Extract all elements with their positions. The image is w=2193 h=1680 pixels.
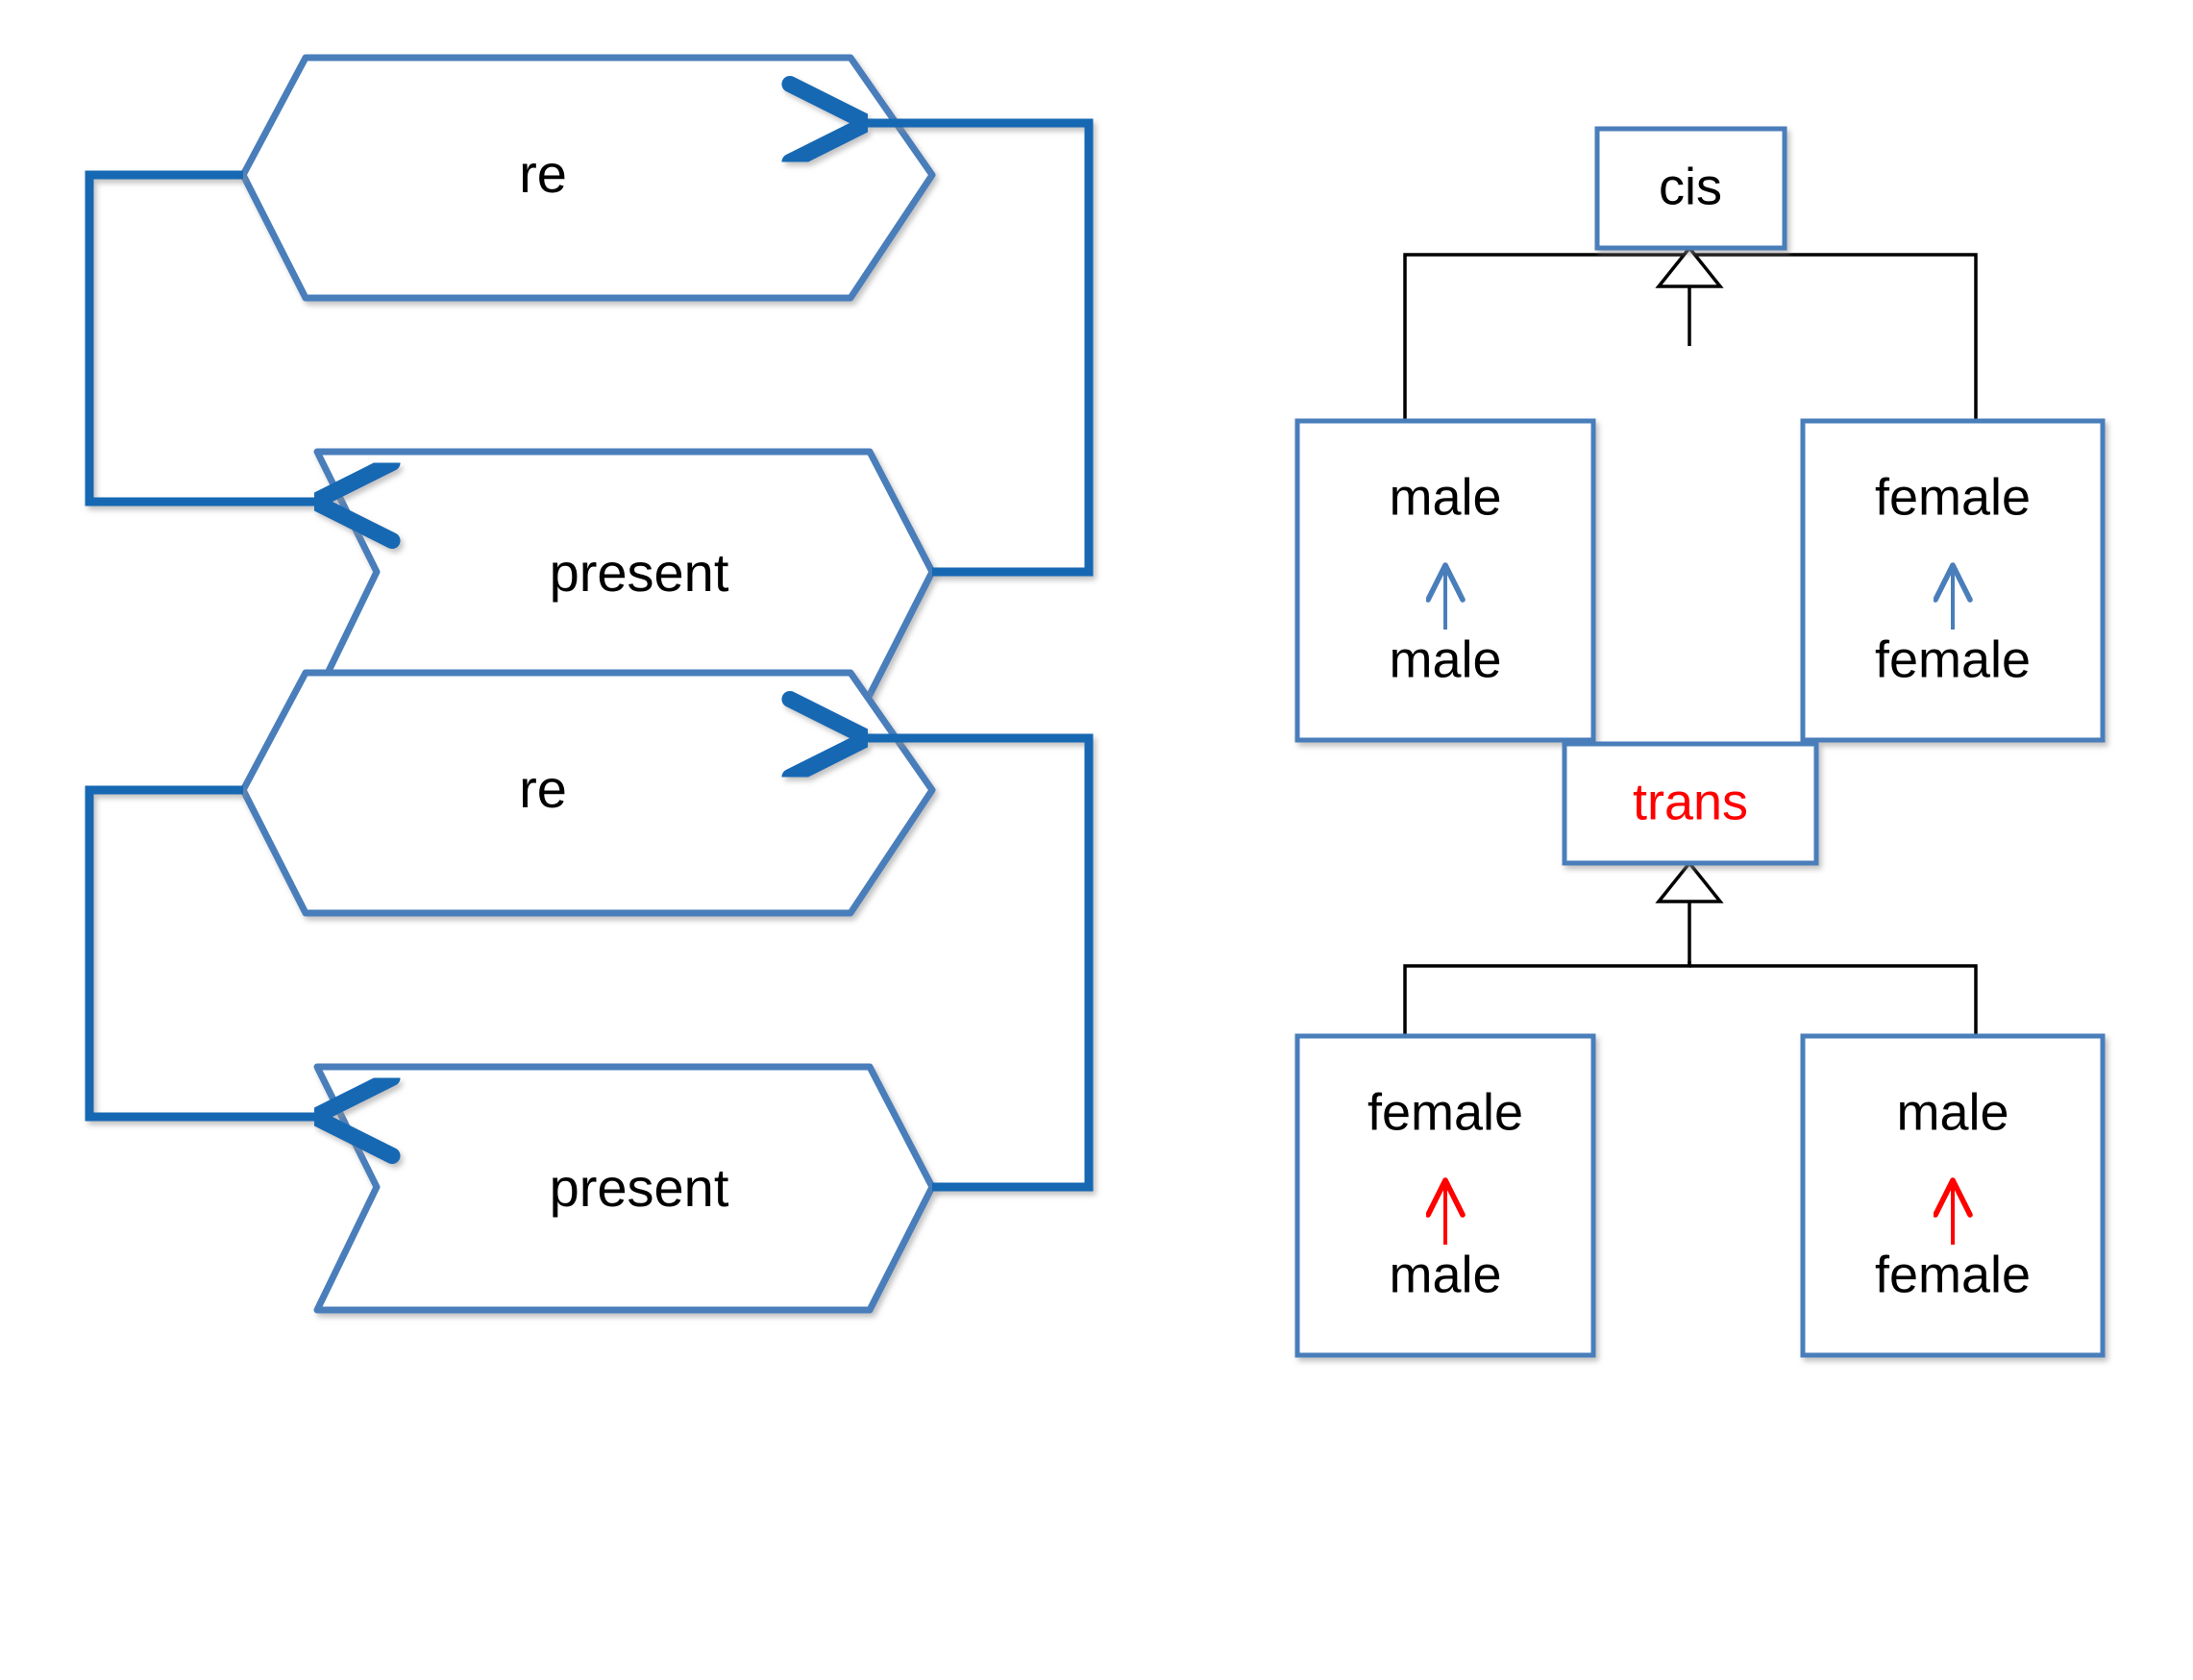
class-box-female-female[interactable]: female female — [1800, 418, 2106, 743]
uml-branch-left-trans — [1403, 961, 1691, 1036]
body-label-female-bottom: female — [1875, 630, 2031, 688]
feedback-re-to-present-top — [85, 170, 332, 502]
class-box-trans-rect[interactable] — [1562, 741, 1819, 866]
chevron-re-top-label: re — [519, 143, 567, 204]
chevron-present-top-label: present — [550, 542, 729, 603]
identity-label-male-top-trans: male — [1896, 1083, 2008, 1141]
chevron-re-bottom-shape[interactable] — [239, 669, 936, 917]
class-box-trans-label: trans — [1633, 773, 1748, 830]
chevron-re-top[interactable]: re — [239, 54, 936, 302]
class-box-cis[interactable]: cis — [1594, 126, 1787, 251]
chevron-present-bottom-shape[interactable] — [313, 1063, 936, 1314]
feedback-re-to-present-bottom — [85, 785, 332, 1117]
chevron-present-bottom[interactable]: present — [313, 1063, 936, 1314]
trans-diagram-group: re present — [85, 669, 2106, 1358]
feedback-present-to-re-bottom — [850, 738, 1094, 1192]
class-box-cis-rect[interactable] — [1594, 126, 1787, 251]
uml-triangle-cis — [1655, 245, 1724, 288]
chevron-re-top-shape[interactable] — [239, 54, 936, 302]
identity-label-female-top: female — [1875, 468, 2031, 526]
uml-branch-left-cis — [1403, 253, 1691, 421]
chevron-present-top[interactable]: present — [313, 448, 936, 699]
class-box-trans[interactable]: trans — [1562, 741, 1819, 866]
chevron-re-bottom-label: re — [519, 758, 567, 819]
class-box-cis-label: cis — [1659, 158, 1722, 215]
uml-branch-right-cis — [1689, 253, 1978, 421]
feedback-present-to-re-top — [850, 123, 1094, 577]
class-box-female-male[interactable]: female male — [1294, 1033, 1596, 1358]
uml-generalization-trans — [1403, 860, 1978, 1036]
identity-label-male-top: male — [1389, 468, 1501, 526]
body-label-female-bottom-trans: female — [1875, 1246, 2031, 1303]
class-box-male-male[interactable]: male male — [1294, 418, 1596, 743]
cis-diagram-group: re present — [85, 54, 2106, 743]
uml-branch-right-trans — [1689, 964, 1978, 1036]
body-label-male-bottom-trans: male — [1389, 1246, 1501, 1303]
identity-label-female-top-trans: female — [1368, 1083, 1523, 1141]
body-label-male-bottom: male — [1389, 630, 1501, 688]
uml-generalization-cis — [1403, 245, 1978, 421]
chevron-re-bottom[interactable]: re — [239, 669, 936, 917]
chevron-present-bottom-label: present — [550, 1157, 729, 1218]
class-box-male-female[interactable]: male female — [1800, 1033, 2106, 1358]
uml-triangle-trans — [1655, 860, 1724, 903]
